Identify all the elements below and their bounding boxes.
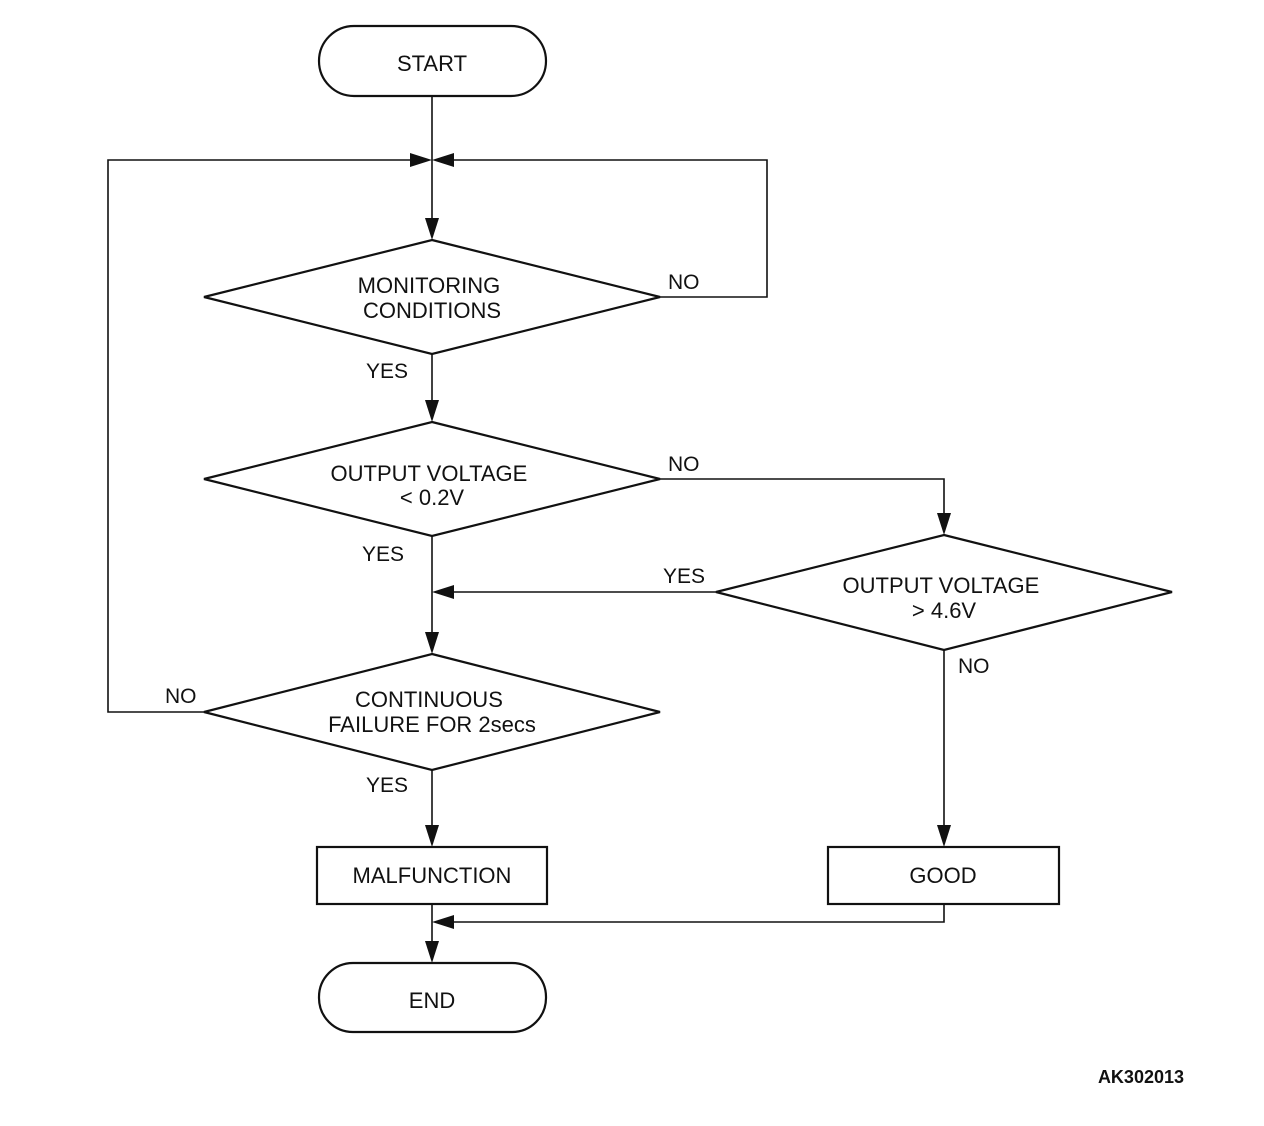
monitoring-decision-shape xyxy=(203,238,661,356)
node-good: GOOD xyxy=(826,845,1061,906)
arrowhead-into-good xyxy=(937,825,951,847)
low-voltage-no-label: NO xyxy=(668,453,700,476)
monitoring-no-label: NO xyxy=(668,271,700,294)
high-voltage-no-label: NO xyxy=(958,655,990,678)
continuous-decision-shape xyxy=(203,652,661,772)
node-end: END xyxy=(317,961,548,1034)
low-voltage-label-line-2: < 0.2V xyxy=(400,485,465,510)
monitoring-yes-label: YES xyxy=(366,360,408,383)
arrowhead-into-end xyxy=(425,941,439,963)
monitoring-label: MONITORING CONDITIONS xyxy=(358,273,507,323)
continuous-label: CONTINUOUS FAILURE FOR 2secs xyxy=(328,687,536,737)
edge-monitoring-no-loop xyxy=(444,159,768,298)
node-output-voltage-high: OUTPUT VOLTAGE > 4.6V xyxy=(715,533,1173,652)
continuous-label-line-1: CONTINUOUS xyxy=(355,687,503,712)
edge-labels: NO YES NO YES YES NO NO YES xyxy=(165,271,990,797)
low-voltage-yes-label: YES xyxy=(362,543,404,566)
edge-continuous-no-loop xyxy=(107,159,420,713)
node-malfunction: MALFUNCTION xyxy=(315,845,549,906)
connectors xyxy=(107,96,945,955)
arrowhead-into-malfunction xyxy=(425,825,439,847)
reference-code: AK302013 xyxy=(1098,1067,1184,1087)
end-terminal-shape xyxy=(317,961,548,1034)
arrowhead-into-continuous xyxy=(425,632,439,654)
good-label: GOOD xyxy=(909,863,976,888)
continuous-label-line-2: FAILURE FOR 2secs xyxy=(328,712,536,737)
node-monitoring-conditions: MONITORING CONDITIONS xyxy=(203,238,661,356)
node-start: START xyxy=(317,24,548,98)
arrowhead-into-end-merge xyxy=(432,915,454,929)
start-label-line-1: START xyxy=(397,51,467,76)
high-voltage-label-line-1: OUTPUT VOLTAGE xyxy=(843,573,1040,598)
arrowhead-into-monitoring xyxy=(425,218,439,240)
high-voltage-label-line-2: > 4.6V xyxy=(912,598,977,623)
arrowhead-into-merge-right xyxy=(432,153,454,167)
arrowhead-into-yes-merge xyxy=(432,585,454,599)
good-label-line-1: GOOD xyxy=(909,863,976,888)
node-continuous-failure: CONTINUOUS FAILURE FOR 2secs xyxy=(203,652,661,772)
low-voltage-label-line-1: OUTPUT VOLTAGE xyxy=(331,461,528,486)
low-voltage-decision-shape xyxy=(203,420,661,538)
malfunction-label: MALFUNCTION xyxy=(353,863,512,888)
high-voltage-yes-label: YES xyxy=(663,565,705,588)
monitoring-label-line-1: MONITORING xyxy=(358,273,501,298)
edge-low-voltage-no xyxy=(660,478,945,527)
start-terminal-shape xyxy=(317,24,548,98)
arrowhead-into-low-voltage xyxy=(425,400,439,422)
arrowheads xyxy=(410,153,951,963)
good-process-shape xyxy=(826,845,1061,906)
arrowhead-into-high-voltage xyxy=(937,513,951,535)
continuous-no-label: NO xyxy=(165,685,197,708)
malfunction-label-line-1: MALFUNCTION xyxy=(353,863,512,888)
malfunction-process-shape xyxy=(315,845,549,906)
high-voltage-decision-shape xyxy=(715,533,1173,652)
end-label-line-1: END xyxy=(409,988,455,1013)
start-label: START xyxy=(397,51,467,76)
edge-good-to-end xyxy=(444,904,945,923)
low-voltage-label: OUTPUT VOLTAGE < 0.2V xyxy=(331,461,534,510)
arrowhead-into-merge-left xyxy=(410,153,432,167)
high-voltage-label: OUTPUT VOLTAGE > 4.6V xyxy=(843,573,1046,623)
continuous-yes-label: YES xyxy=(366,774,408,797)
node-output-voltage-low: OUTPUT VOLTAGE < 0.2V xyxy=(203,420,661,538)
monitoring-label-line-2: CONDITIONS xyxy=(363,298,501,323)
end-label: END xyxy=(409,988,455,1013)
